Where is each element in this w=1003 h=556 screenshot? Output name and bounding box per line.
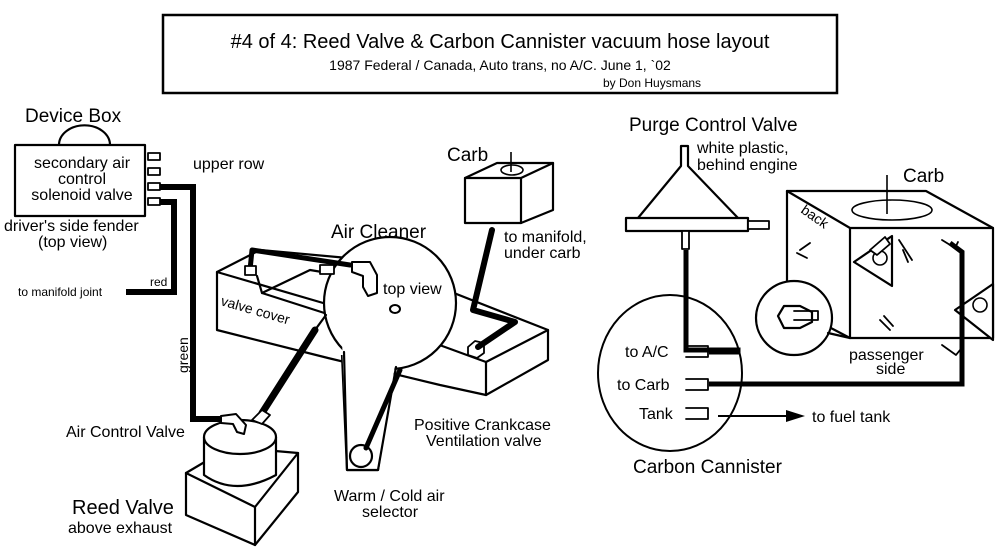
- purge-to-cannister-hose: [683, 250, 741, 355]
- top-view-label: top view: [383, 281, 442, 298]
- carb-manifold-hose: [470, 227, 518, 350]
- purge-note-1: white plastic,: [696, 140, 789, 157]
- fender-location-1: driver's side fender: [4, 218, 139, 235]
- diagram-subtitle: 1987 Federal / Canada, Auto trans, no A/…: [329, 57, 671, 73]
- carb-right-title: Carb: [903, 166, 944, 187]
- selector-label-2: selector: [362, 504, 419, 521]
- carb-left-note-1: to manifold,: [504, 229, 587, 246]
- air-cleaner: Air Cleaner top view Warm / Cold air sel…: [244, 222, 551, 521]
- pcv-label-1: Positive Crankcase: [414, 417, 551, 434]
- device-box-title: Device Box: [25, 106, 122, 127]
- purge-valve-title: Purge Control Valve: [629, 115, 798, 136]
- fuel-tank-label: to fuel tank: [812, 409, 891, 426]
- purge-control-valve: Purge Control Valve white plastic, behin…: [624, 115, 798, 355]
- carb-right: Carb back passenger side: [709, 166, 995, 387]
- solenoid-line-2: control: [58, 171, 106, 188]
- fender-location-2: (top view): [38, 234, 107, 251]
- carb-left: Carb to manifold, under carb: [447, 145, 587, 350]
- passenger-side-1: passenger: [849, 347, 924, 364]
- carb-left-title: Carb: [447, 145, 488, 166]
- pcv-label-2: Ventilation valve: [426, 433, 542, 450]
- cannister-title: Carbon Cannister: [633, 457, 783, 478]
- title-box: #4 of 4: Reed Valve & Carbon Cannister v…: [161, 13, 839, 95]
- reed-valve-subtitle: above exhaust: [68, 520, 173, 537]
- selector-label-1: Warm / Cold air: [334, 488, 445, 505]
- diagram-title: #4 of 4: Reed Valve & Carbon Cannister v…: [231, 31, 770, 53]
- passenger-side-2: side: [876, 361, 905, 378]
- valve-cover-hose: [247, 247, 353, 273]
- air-cleaner-hose: [258, 326, 319, 417]
- green-hose-label: green: [175, 337, 191, 373]
- solenoid-line-3: solenoid valve: [31, 187, 133, 204]
- air-control-valve-label: Air Control Valve: [66, 424, 185, 441]
- solenoid-line-1: secondary air: [34, 155, 131, 172]
- solenoid-port-2: [147, 167, 161, 176]
- device-box: Device Box secondary air control solenoi…: [4, 106, 265, 422]
- reed-valve: Air Control Valve Reed Valve above exhau…: [66, 409, 300, 547]
- carb-to-cannister-hose: [709, 241, 965, 387]
- solenoid-port-1: [147, 152, 161, 161]
- diagram-author: by Don Huysmans: [603, 76, 701, 90]
- reed-valve-title: Reed Valve: [72, 497, 174, 519]
- manifold-joint-label: to manifold joint: [18, 285, 103, 299]
- red-hose: [126, 199, 177, 295]
- cannister-port-label-ac: to A/C: [625, 344, 669, 361]
- green-hose: [160, 184, 225, 422]
- cannister-port-label-tank: Tank: [639, 406, 674, 423]
- carbon-cannister: to A/C to Carb Tank to fuel tank Carbon …: [597, 294, 891, 478]
- solenoid-valve-box: [13, 143, 147, 218]
- upper-row-label: upper row: [193, 156, 265, 173]
- solenoid-port-4: [147, 197, 161, 206]
- cannister-port-label-carb: to Carb: [617, 377, 670, 394]
- red-hose-label: red: [150, 275, 167, 289]
- solenoid-port-3: [147, 182, 161, 191]
- purge-note-2: behind engine: [697, 157, 798, 174]
- carb-left-note-2: under carb: [504, 245, 581, 262]
